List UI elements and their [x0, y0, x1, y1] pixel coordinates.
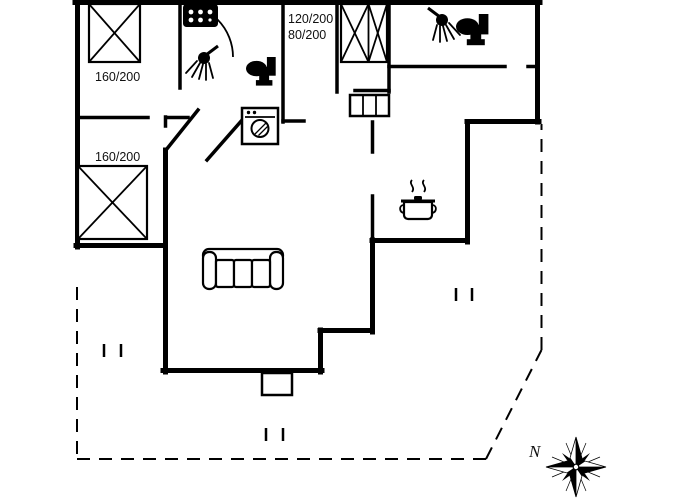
bed-icon-mid-left — [76, 164, 149, 241]
toilet-icon-bath-center — [246, 57, 276, 86]
bed-icon-top-left — [87, 2, 142, 64]
terrace-outline-dashed — [76, 124, 543, 460]
entrance-step — [260, 371, 294, 397]
bed-size-label-mid-left: 160/200 — [95, 150, 140, 164]
bed-size-label-center-large: 120/200 — [288, 12, 333, 26]
shower-icon-bath-center — [184, 44, 220, 82]
hall-diagonal-wall — [204, 116, 246, 163]
washing-machine-icon — [240, 106, 280, 146]
compass-north-label: N — [528, 442, 542, 461]
shower-icon-bath-right — [426, 6, 462, 44]
terrace-post-marks — [102, 288, 474, 441]
compass-rose-icon — [545, 436, 607, 498]
exterior-walls — [72, 0, 543, 375]
hall-diagonal-wall — [163, 107, 201, 153]
toilet-icon-bath-right — [456, 14, 489, 46]
bed-size-label-center-small: 80/200 — [288, 28, 326, 42]
bed-icon-double-center — [339, 2, 389, 64]
bed-size-label-top-left: 160/200 — [95, 70, 140, 84]
wardrobe-icon — [348, 93, 391, 118]
stove-hob-icon — [183, 4, 218, 27]
sofa-icon — [201, 247, 285, 291]
interior-walls — [75, 0, 539, 242]
cooking-pot-icon — [399, 179, 437, 221]
